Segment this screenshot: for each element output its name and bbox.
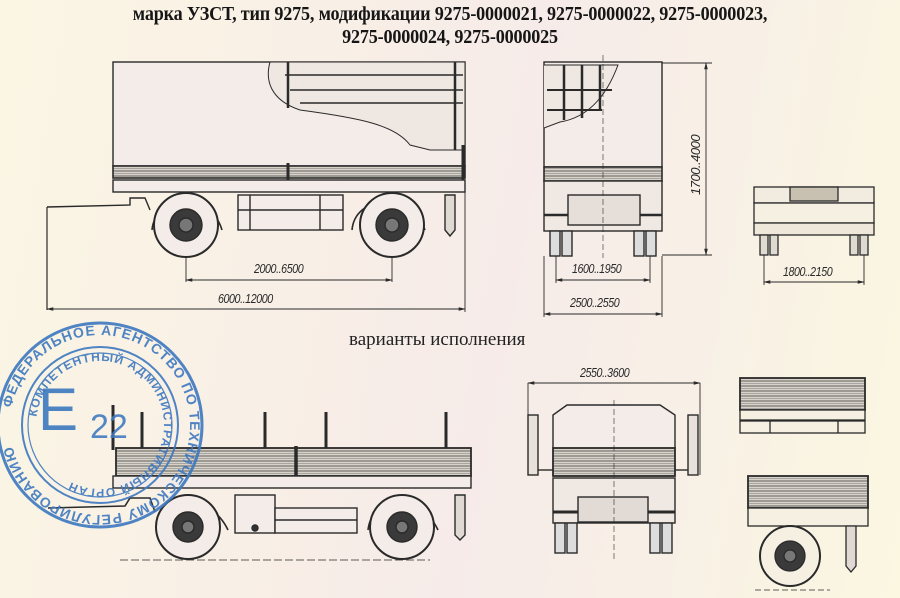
- small-rear-track-dimension: 1800..2150: [783, 264, 833, 279]
- height-dimension: 1700..4000: [688, 134, 703, 195]
- stamp-e-mark: E: [38, 376, 79, 443]
- rear-view-tarp-trailer: [543, 55, 712, 317]
- variant-side-view-flatbed: [47, 405, 472, 561]
- document-title-line-1: марка УЗСТ, тип 9275, модификации 9275-0…: [132, 4, 768, 25]
- overall-length-dimension: 6000..12000: [218, 291, 273, 306]
- stamp-country-code: 22: [90, 408, 128, 446]
- rear-view-small: [753, 186, 875, 285]
- variant-front-view: [527, 381, 701, 560]
- variant-rear-view-top: [739, 377, 866, 434]
- rear-track-dimension: 1600..1950: [572, 261, 622, 276]
- rear-width-dimension: 2500..2550: [570, 295, 620, 310]
- document-title-line-2: 9275-0000024, 9275-0000025: [342, 27, 558, 48]
- variant-width-dimension: 2550..3600: [580, 365, 630, 380]
- variants-heading: варианты исполнения: [349, 329, 526, 350]
- variant-side-view-small: [747, 475, 869, 591]
- wheelbase-dimension: 2000..6500: [254, 261, 304, 276]
- side-view-tarp-trailer: [46, 61, 466, 312]
